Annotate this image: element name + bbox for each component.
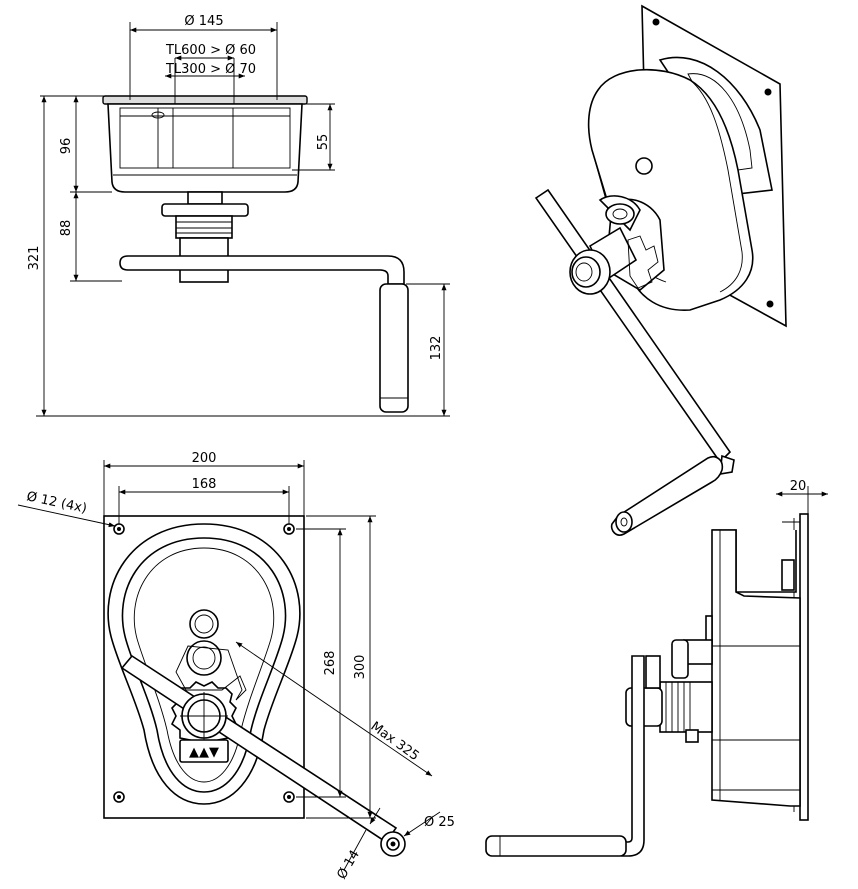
dim-holes: Ø 12 (4x) — [25, 489, 88, 516]
side-mount-plate — [799, 513, 809, 821]
pear-housing — [107, 523, 301, 805]
dim-132: 132 — [429, 336, 444, 361]
dim-tl300: TL300 > Ø 70 — [165, 62, 256, 77]
top-view: Ø 145 TL600 > Ø 60 TL300 > Ø 70 96 88 32… — [27, 14, 450, 417]
crank-arm — [119, 255, 405, 285]
drum-body — [107, 103, 303, 193]
dim-96: 96 — [59, 138, 74, 155]
crank-handle — [379, 283, 409, 413]
side-crank — [621, 655, 645, 857]
dim-268: 268 — [323, 651, 338, 676]
dim-321: 321 — [27, 246, 42, 271]
dim-diameter-145: Ø 145 — [184, 14, 223, 29]
dim-max-325: Max 325 — [368, 719, 422, 764]
dim-168: 168 — [192, 477, 217, 492]
front-view: ▲▲▼ 200 168 Ø 12 (4x) 268 300 Max 325 Ø … — [17, 451, 455, 882]
side-housing — [711, 529, 801, 807]
dim-55: 55 — [316, 134, 331, 151]
dim-300: 300 — [353, 655, 368, 680]
dim-20: 20 — [790, 479, 807, 494]
dim-88: 88 — [59, 220, 74, 237]
drum-flange — [102, 95, 308, 105]
dim-tl600: TL600 > Ø 60 — [165, 43, 256, 58]
side-view: 20 — [485, 479, 828, 857]
isometric-view — [534, 4, 787, 536]
iso-handle — [610, 455, 724, 536]
dim-diameter-14: Ø 14 — [334, 848, 362, 882]
dim-diameter-25: Ø 25 — [424, 815, 455, 830]
hub-plate — [161, 203, 249, 217]
dim-200: 200 — [192, 451, 217, 466]
svg-text:▲▲▼: ▲▲▼ — [189, 745, 219, 760]
side-handle — [485, 835, 627, 857]
